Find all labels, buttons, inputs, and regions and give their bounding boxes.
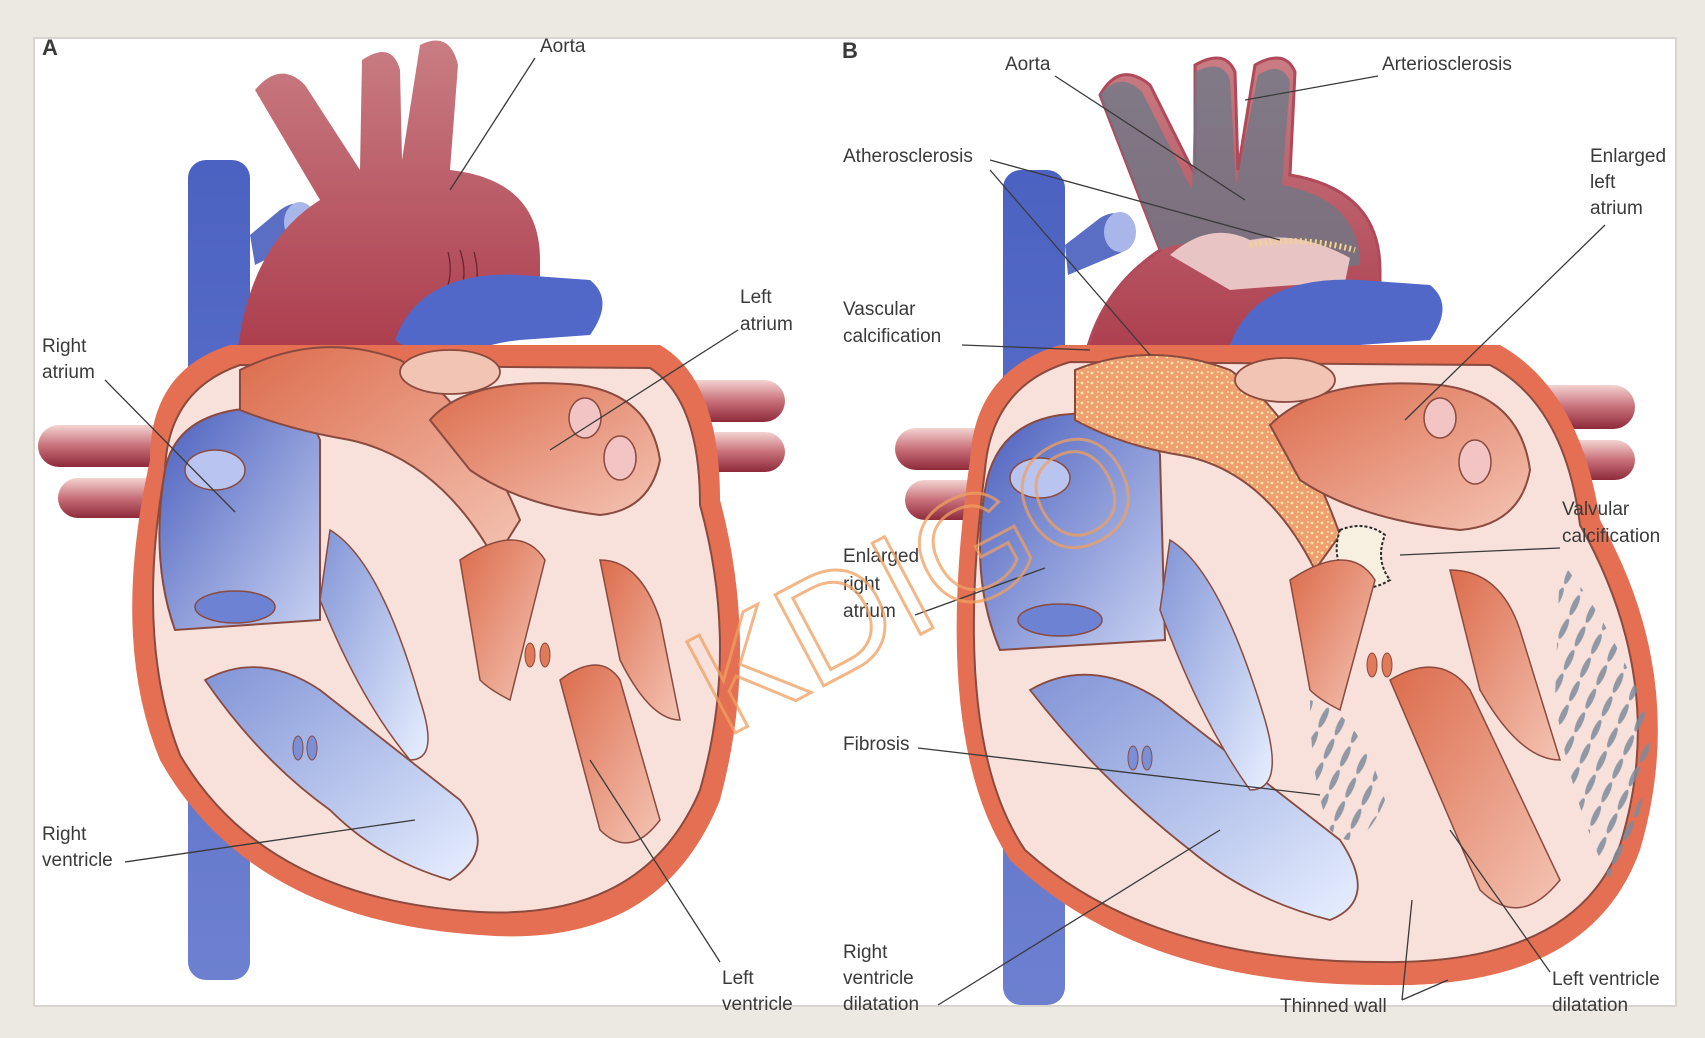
label-b-valvular-calcification-1: Valvular: [1562, 499, 1630, 520]
label-a-left-atrium-2: atrium: [740, 314, 793, 335]
label-b-valvular-calcification-2: calcification: [1562, 526, 1660, 547]
label-b-left-ventricle-dilatation-1: Left ventricle: [1552, 969, 1660, 990]
label-b-right-ventricle-dilatation-2: ventricle: [843, 968, 914, 989]
label-b-enlarged-left-atrium-2: left: [1590, 172, 1616, 193]
label-b-atherosclerosis: Atherosclerosis: [843, 146, 973, 167]
label-b-left-ventricle-dilatation-2: dilatation: [1552, 995, 1628, 1016]
label-a-right-atrium-1: Right: [42, 336, 87, 357]
label-a-aorta: Aorta: [540, 36, 586, 57]
label-b-fibrosis: Fibrosis: [843, 734, 910, 755]
label-b-vascular-calcification-1: Vascular: [843, 299, 916, 320]
label-a-right-atrium-2: atrium: [42, 362, 95, 383]
label-b-enlarged-left-atrium-1: Enlarged: [1590, 146, 1666, 167]
label-b-right-ventricle-dilatation-1: Right: [843, 942, 888, 963]
label-b-thinned-wall: Thinned wall: [1280, 996, 1387, 1017]
label-a-right-ventricle-1: Right: [42, 824, 87, 845]
panel-b-letter: B: [842, 38, 858, 63]
label-b-right-ventricle-dilatation-3: dilatation: [843, 994, 919, 1015]
label-b-arteriosclerosis: Arteriosclerosis: [1382, 54, 1512, 75]
label-b-vascular-calcification-2: calcification: [843, 326, 941, 347]
panel-a-letter: A: [42, 35, 58, 60]
label-b-enlarged-left-atrium-3: atrium: [1590, 198, 1643, 219]
label-a-right-ventricle-2: ventricle: [42, 850, 113, 871]
label-a-left-ventricle-2: ventricle: [722, 994, 793, 1015]
label-b-aorta: Aorta: [1005, 54, 1051, 75]
label-a-left-ventricle-1: Left: [722, 968, 754, 989]
label-a-left-atrium-1: Left: [740, 287, 772, 308]
